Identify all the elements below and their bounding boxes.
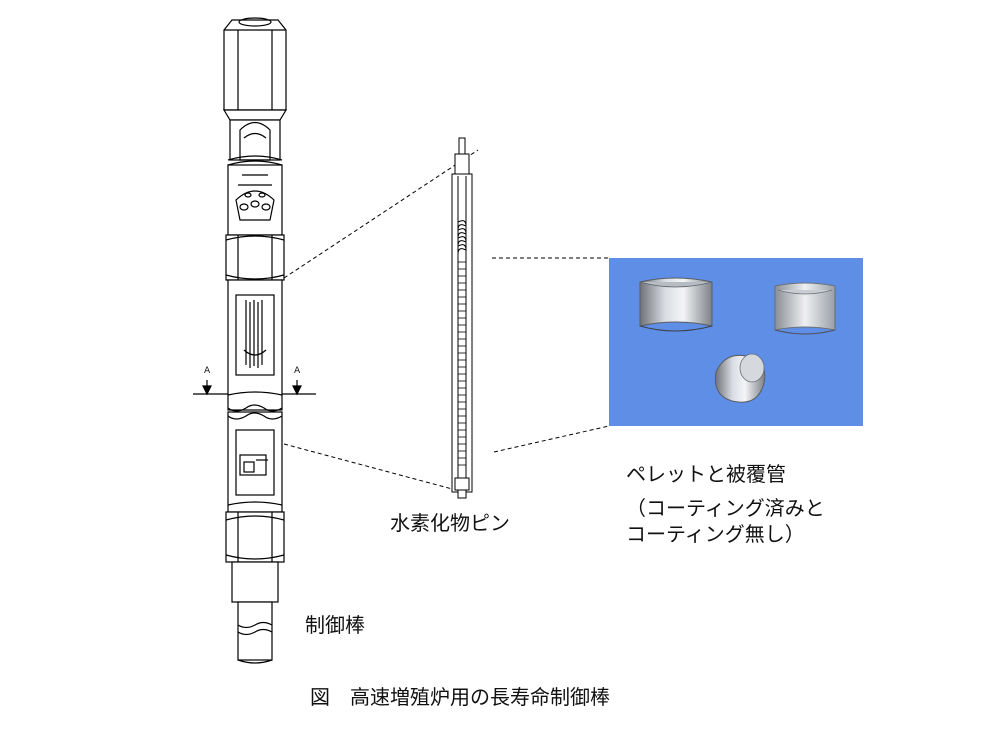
- leader-lines: [283, 149, 610, 491]
- section-marker-left: A: [204, 366, 211, 376]
- pin-pellet-marks: [458, 261, 466, 466]
- cladding-coated: [639, 277, 713, 332]
- pellet-photo: [609, 258, 863, 426]
- rod-lower-body: [227, 411, 283, 513]
- section-line: [193, 380, 316, 396]
- hydride-pin-label: 水素化物ピン: [390, 511, 510, 535]
- cladding-uncoated: [774, 282, 836, 335]
- rod-upper-collar: [225, 234, 285, 281]
- pellet: [714, 353, 766, 403]
- coating-note-line1: （コーティング済みと: [626, 496, 825, 520]
- control-rod-label: 制御棒: [305, 613, 365, 637]
- rod-upper-body: [227, 279, 283, 412]
- pellet-cladding-label: ペレットと被覆管: [626, 462, 786, 486]
- rod-lower-collar: [225, 511, 285, 563]
- hydride-pin-drawing: [451, 137, 473, 499]
- figure-caption: 図 高速増殖炉用の長寿命制御棒: [310, 685, 610, 709]
- coating-note-line2: コーティング無し）: [626, 522, 805, 546]
- section-marker-right: A: [294, 366, 301, 376]
- rod-hex-head: [222, 17, 288, 121]
- rod-bottom-end: [231, 561, 279, 664]
- rod-upper-handle: [227, 119, 283, 236]
- control-rod-drawing: [193, 17, 316, 664]
